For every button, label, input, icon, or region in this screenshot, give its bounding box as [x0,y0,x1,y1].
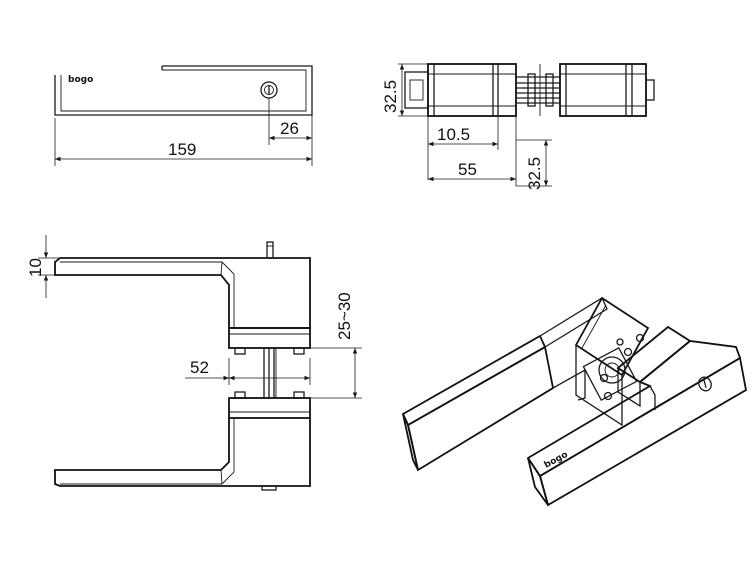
dim-spindle: 52 [185,358,311,385]
spindle [263,348,277,398]
upper-rose [228,327,311,349]
dim-label-32-5-b: 32.5 [525,157,544,190]
iso-mechanism [582,333,645,402]
dim-label-10: 10 [26,258,45,277]
dim-height-right: 32.5 [516,139,552,190]
dim-label-25-30: 25~30 [335,292,354,340]
dim-offset: 10.5 [427,116,499,180]
dim-door-thickness: 25~30 [310,292,362,399]
spindle-tab-left [404,71,429,109]
iso-back-rose [574,296,650,427]
upper-lever [54,241,311,329]
lower-lever [54,418,311,491]
side-view: 32.5 10.5 55 32.5 [381,63,655,190]
dim-label-159: 159 [168,140,196,159]
spindle-bars [516,64,560,116]
dim-label-52: 52 [190,358,209,377]
gear-icon [598,356,626,384]
dim-keyhole: 26 [268,98,313,145]
dim-thickness: 10 [26,235,60,298]
iso-front-lever [526,340,748,507]
brand-logo-iso: bogo [543,450,570,471]
iso-keyhole-icon [698,376,712,392]
isometric-view: bogo [401,296,748,507]
dim-width: 55 [428,116,517,186]
rose-right [559,63,647,117]
dim-length: 159 [54,118,313,166]
dim-label-10-5: 10.5 [437,125,470,144]
front-view: 10 25~30 52 [26,235,362,491]
keyhole-icon [260,81,278,99]
brand-logo-top: bogo [68,75,93,85]
dim-height-left: 32.5 [381,63,428,117]
rose-left [427,63,517,117]
dim-label-32-5: 32.5 [381,80,400,113]
lower-rose [228,397,311,419]
set-screw-icon [266,241,274,259]
dim-label-55: 55 [458,160,477,179]
top-view: bogo 26 159 [54,65,313,166]
dim-label-26: 26 [280,119,299,138]
